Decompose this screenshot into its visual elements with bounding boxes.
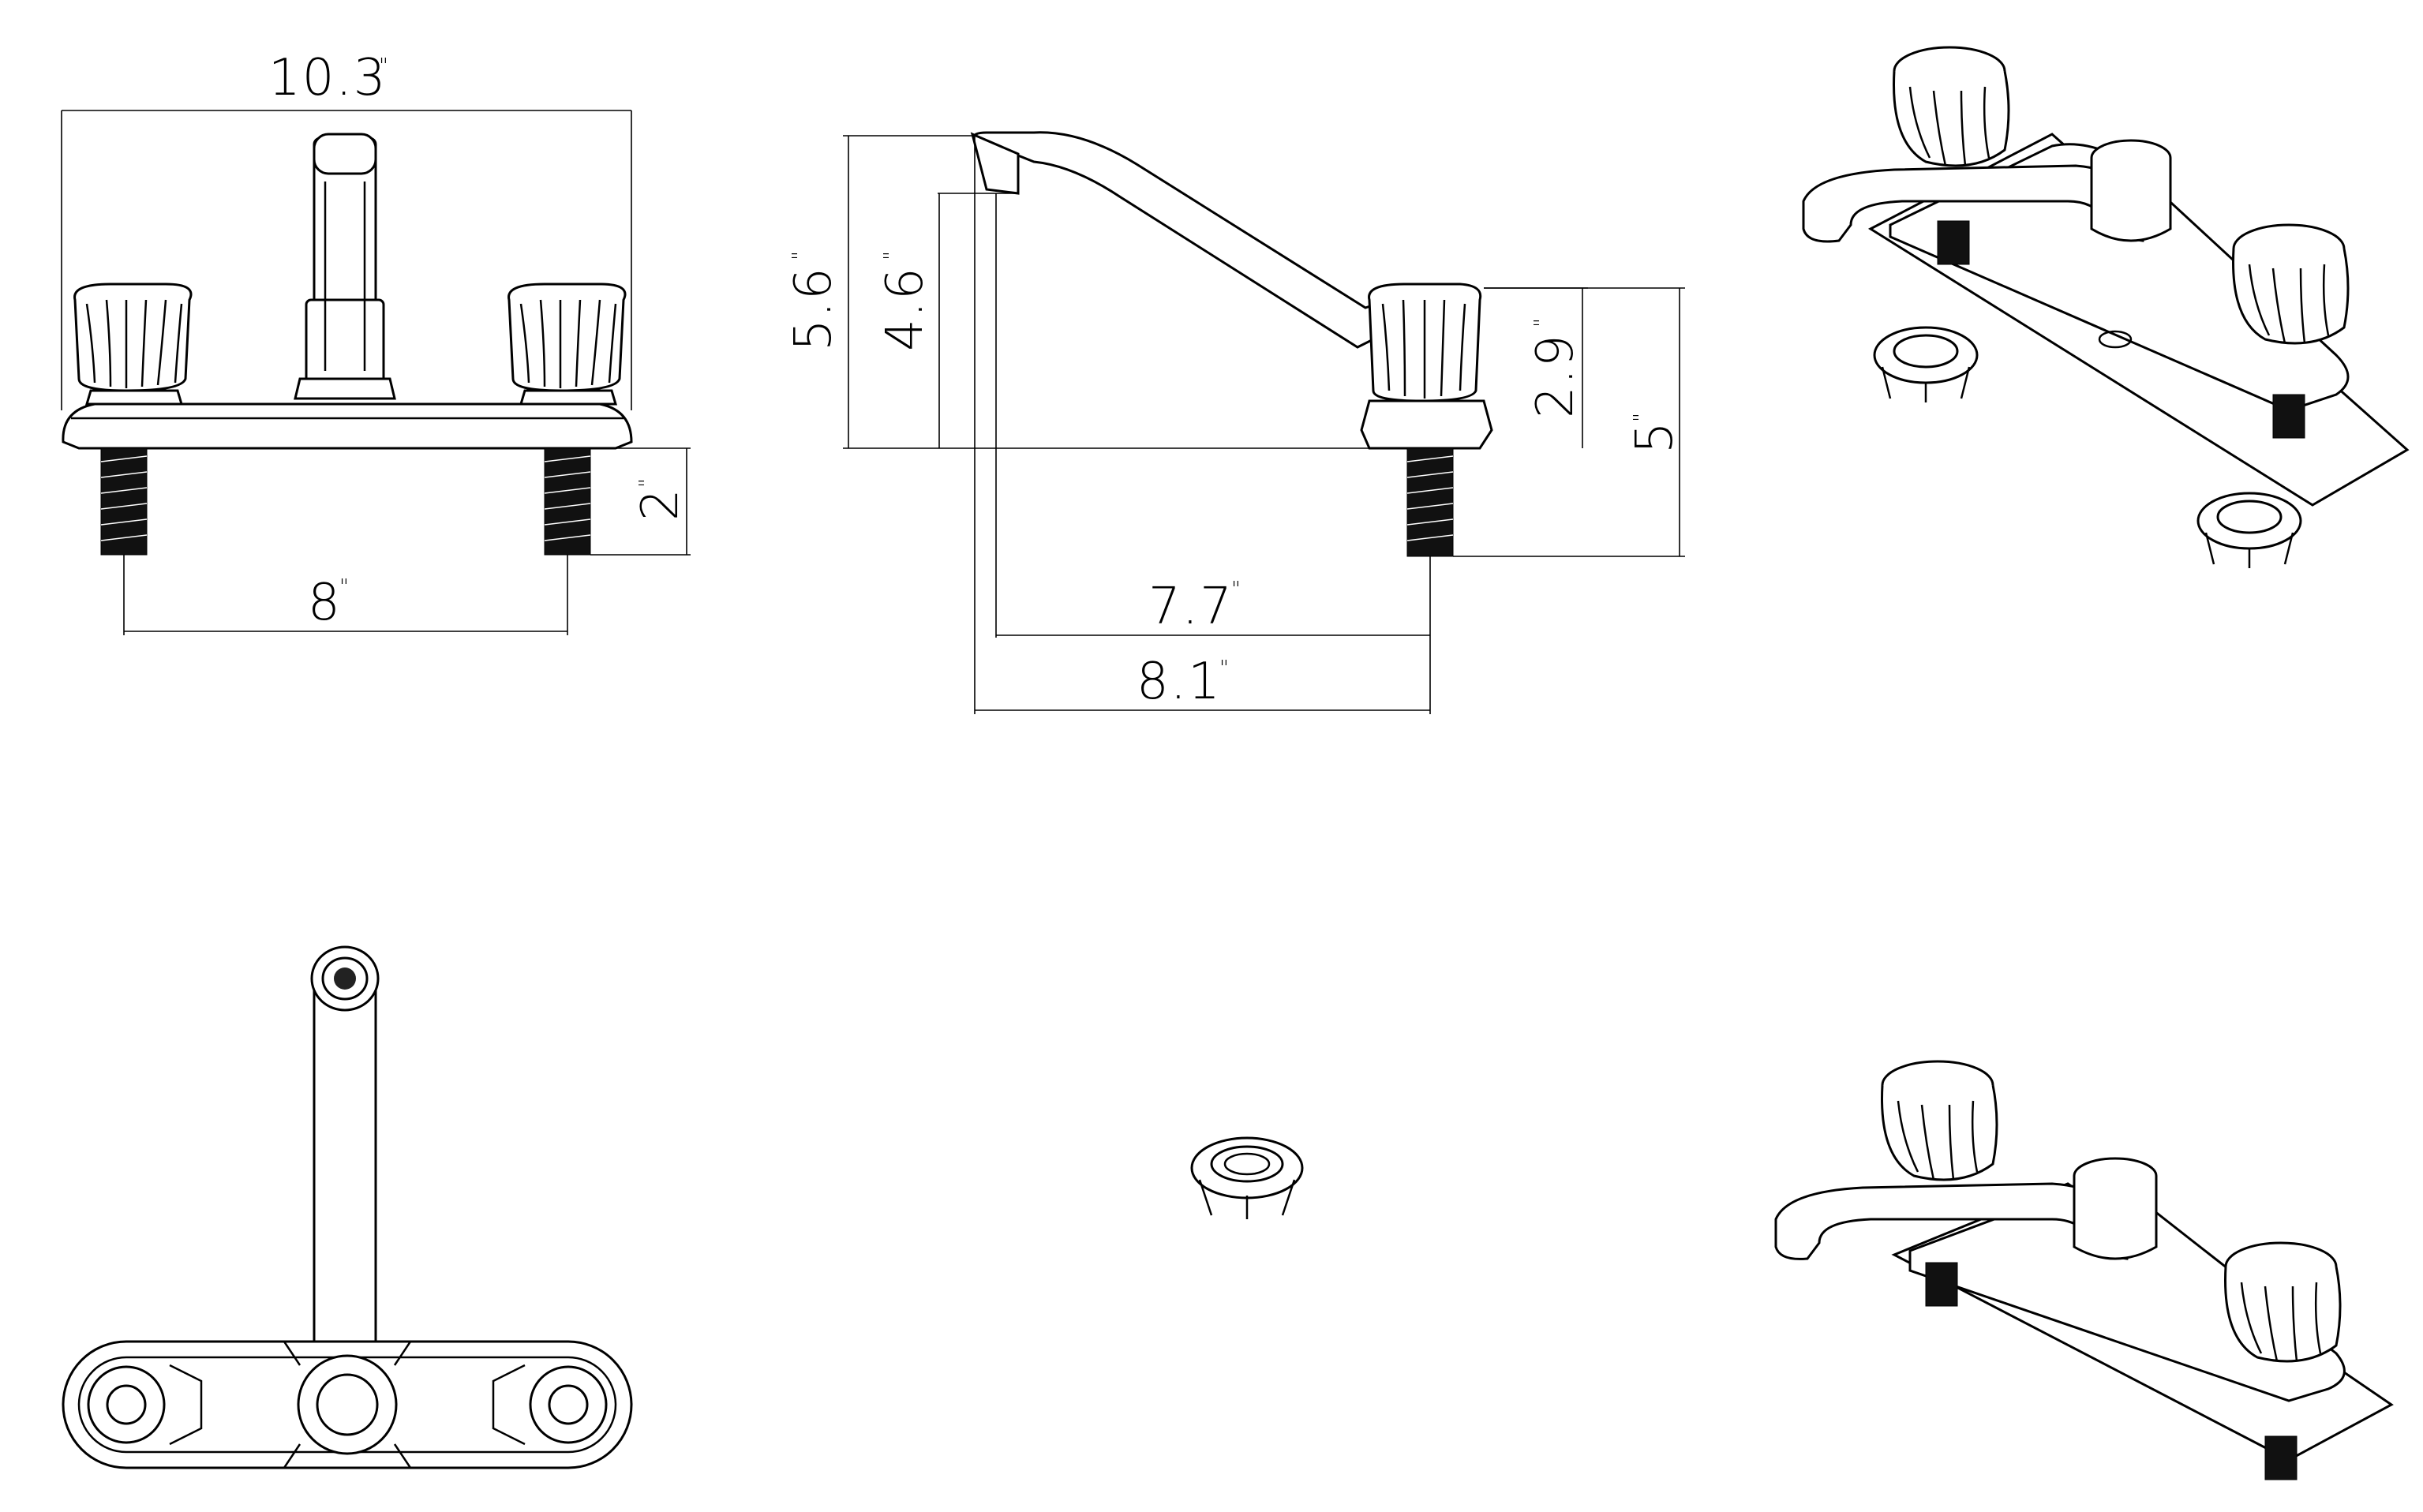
overall-width-unit: "	[379, 54, 388, 78]
spout-body	[305, 298, 385, 388]
valve-center-top	[297, 1354, 398, 1455]
outlet-height-label: 4.6	[876, 266, 934, 351]
isometric-view-1	[1802, 46, 2410, 568]
right-handle	[507, 283, 627, 406]
spout-height-unit: "	[788, 251, 812, 260]
height-with-shank-label: 5	[1626, 420, 1684, 454]
handle-iso-2b	[2224, 1241, 2342, 1363]
spout-top	[313, 981, 377, 1355]
center-spacing-unit: "	[339, 575, 349, 599]
handle-iso-1a	[1893, 46, 2010, 167]
spout-reach-inner-unit: "	[1231, 578, 1241, 601]
side-view: 5.6 " 4.6 " 2.9 " 5 " 7.7 "	[785, 131, 1685, 714]
lock-nut-iso-1b	[2196, 492, 2302, 568]
spout-side	[973, 131, 1391, 349]
lock-nut-detail	[1190, 1136, 1304, 1219]
spout-reach-inner-label: 7.7	[1148, 578, 1234, 636]
spout-tip	[313, 133, 377, 175]
shank-length-label: 2	[631, 487, 690, 521]
left-shank	[100, 447, 148, 556]
deck-plate	[62, 402, 633, 450]
handle-height-label: 2.9	[1526, 333, 1585, 418]
valve-left-top	[87, 1365, 166, 1444]
handle-iso-1b	[2232, 223, 2350, 345]
handle-iso-2a	[1881, 1060, 1998, 1181]
isometric-view-2	[1774, 1060, 2394, 1480]
top-view	[62, 945, 633, 1469]
left-handle	[73, 283, 193, 406]
front-view: 10.3 "	[61, 49, 691, 635]
spout-height-label: 5.6	[785, 266, 843, 351]
side-handle	[1360, 283, 1493, 450]
center-spacing-label: 8	[308, 574, 342, 632]
spout-reach-outer-label: 8.1	[1137, 653, 1222, 711]
valve-right-top	[529, 1365, 608, 1444]
spout-reach-outer-unit: "	[1219, 657, 1229, 680]
right-shank	[544, 447, 591, 556]
height-with-shank-unit: "	[1630, 413, 1653, 422]
lock-nut-iso-1a	[1873, 326, 1979, 402]
outlet-height-unit: "	[880, 251, 904, 260]
shank-length-unit: "	[635, 478, 659, 488]
overall-width-label: 10.3	[268, 49, 388, 107]
handle-height-unit: "	[1530, 318, 1554, 327]
